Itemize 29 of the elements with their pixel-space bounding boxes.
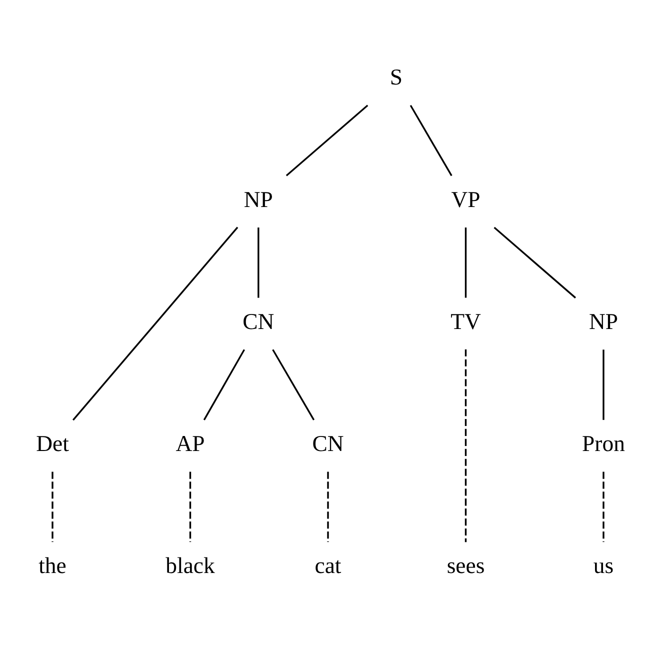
connector — [286, 104, 368, 176]
node-text: VP — [451, 186, 480, 212]
connector — [72, 226, 238, 420]
connector — [602, 471, 604, 542]
connector — [258, 227, 260, 298]
connector — [189, 471, 192, 542]
node-text: sees — [446, 552, 485, 578]
node-text: NP — [588, 308, 618, 334]
connector — [272, 348, 315, 420]
node-text: NP — [244, 186, 273, 212]
node-text: CN — [312, 430, 344, 456]
node-text: CN — [242, 308, 274, 334]
node-text: S — [390, 64, 402, 90]
node-text: the — [38, 552, 66, 578]
node-text: AP — [176, 430, 205, 456]
connector — [410, 104, 452, 176]
connector — [464, 227, 467, 298]
node-text: Pron — [582, 430, 625, 456]
connector — [327, 471, 329, 542]
node-text: us — [593, 552, 614, 578]
node-text: TV — [450, 308, 481, 334]
connector — [52, 471, 54, 542]
node-text: Det — [36, 430, 69, 456]
connector — [203, 348, 246, 420]
connector — [494, 226, 576, 298]
node-text: black — [166, 552, 215, 578]
connector — [464, 348, 467, 542]
connector — [602, 349, 604, 420]
node-text: cat — [314, 552, 342, 578]
